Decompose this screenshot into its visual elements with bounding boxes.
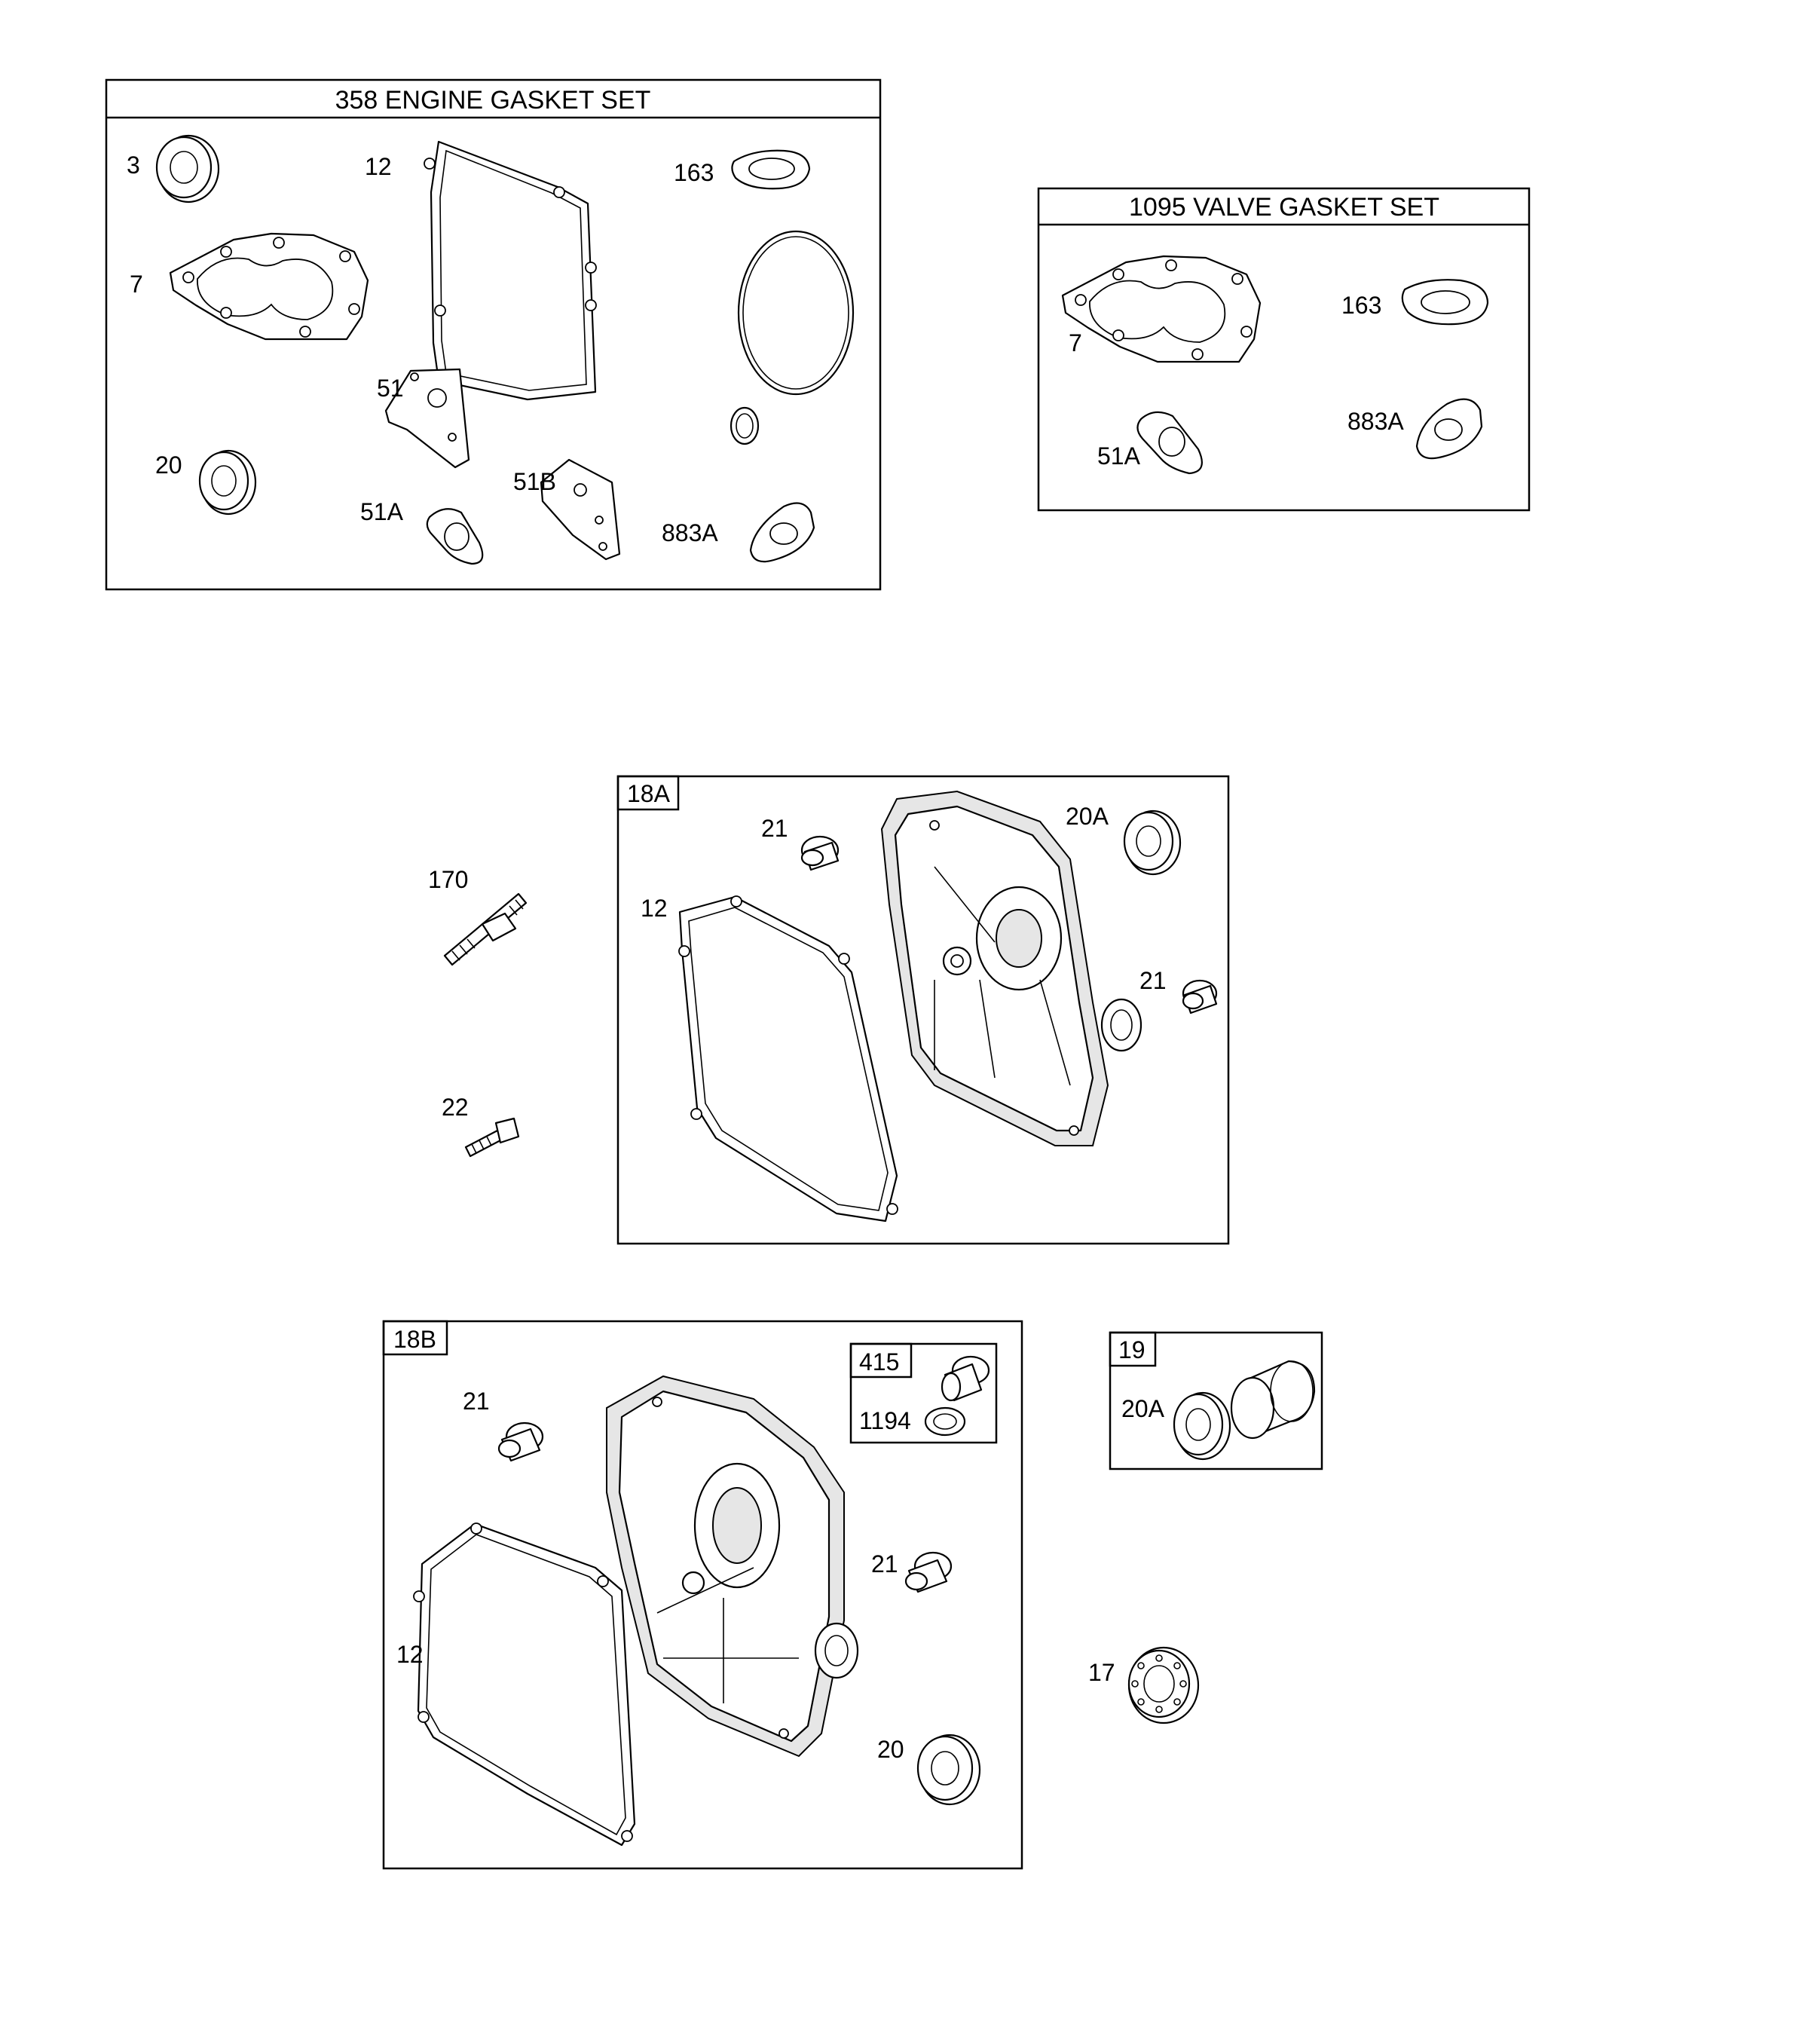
kit-19-seal-20a-illustration xyxy=(1173,1391,1231,1461)
callout-163: 163 xyxy=(674,159,714,186)
callout-valve-51a: 51A xyxy=(1097,442,1141,470)
callout-18a-20a: 20A xyxy=(1066,803,1109,830)
valve-gasket-set-panel: 1095 VALVE GASKET SET 7 163 51A xyxy=(1037,187,1531,512)
kit-19-tag: 19 xyxy=(1118,1336,1146,1363)
intake-gasket-51a-illustration xyxy=(426,508,484,565)
sump-18b-frame xyxy=(382,1320,1023,1870)
callout-7: 7 xyxy=(130,271,143,298)
callout-1194: 1194 xyxy=(859,1407,911,1434)
callout-19-20a: 20A xyxy=(1121,1395,1165,1422)
plug-kit-415-tag-box xyxy=(849,1342,913,1379)
callout-18a-12: 12 xyxy=(641,895,668,922)
plug-kit-415-tag: 415 xyxy=(859,1348,899,1376)
small-o-ring-illustration xyxy=(730,406,760,445)
carburetor-gasket-883a-illustration xyxy=(749,502,815,563)
sump-18a-panel: 18A 21 20A 12 xyxy=(616,775,1230,1245)
callout-18b-12: 12 xyxy=(396,1641,424,1668)
sump-18b-plug-21-left-illustration xyxy=(497,1421,544,1462)
callout-20: 20 xyxy=(155,451,182,479)
callout-valve-163: 163 xyxy=(1341,292,1381,319)
sump-18a-tag-box xyxy=(616,775,680,811)
plug-kit-415-frame xyxy=(849,1342,998,1444)
sump-18a-cover-illustration xyxy=(880,790,1142,1146)
valve-set-head-gasket-7-illustration xyxy=(1061,255,1262,363)
plug-415-illustration xyxy=(941,1355,990,1402)
sump-18a-tag: 18A xyxy=(627,780,671,807)
callout-17: 17 xyxy=(1088,1659,1115,1686)
kit-19-panel: 19 20A xyxy=(1109,1331,1323,1470)
cylinder-head-gasket-7-illustration xyxy=(169,232,369,341)
valve-gasket-set-frame xyxy=(1037,187,1531,512)
kit-19-bushing-illustration xyxy=(1230,1360,1316,1440)
callout-22: 22 xyxy=(442,1094,469,1121)
callout-valve-7: 7 xyxy=(1069,329,1082,357)
bolt-22-illustration xyxy=(464,1117,520,1158)
callout-18b-21-left: 21 xyxy=(463,1388,490,1415)
oil-seal-20-illustration xyxy=(198,449,257,516)
valve-set-exhaust-gasket-163-illustration xyxy=(1401,279,1489,326)
kit-19-tag-box xyxy=(1109,1331,1157,1367)
sump-18a-plug-21-right-illustration xyxy=(1182,979,1218,1014)
sump-18b-tag: 18B xyxy=(393,1326,436,1353)
valve-set-intake-gasket-51a-illustration xyxy=(1136,411,1203,475)
callout-18b-20: 20 xyxy=(877,1736,904,1763)
kit-19-frame xyxy=(1109,1331,1323,1470)
callout-170: 170 xyxy=(428,866,468,893)
callout-883a: 883A xyxy=(662,519,718,546)
sump-18a-gasket-12-illustration xyxy=(678,895,898,1223)
callout-51b: 51B xyxy=(513,468,556,495)
sump-18a-seal-20a-illustration xyxy=(1123,809,1182,876)
sump-18a-frame xyxy=(616,775,1230,1245)
oil-seal-3-illustration xyxy=(155,134,220,204)
valve-set-carburetor-gasket-883a-illustration xyxy=(1415,398,1483,460)
sump-18a-plug-21-top-illustration xyxy=(800,835,840,871)
exhaust-gasket-163-illustration xyxy=(731,149,811,190)
sump-18b-cover-illustration xyxy=(606,1375,859,1758)
carburetor-plate-51-illustration xyxy=(384,368,470,469)
sump-18b-panel: 18B 415 1194 21 xyxy=(382,1320,1023,1870)
cover-gasket-illustration xyxy=(737,230,855,396)
callout-51: 51 xyxy=(377,375,404,402)
callout-12: 12 xyxy=(365,153,392,180)
callout-51a: 51A xyxy=(360,498,404,525)
callout-3: 3 xyxy=(127,151,140,179)
sump-18b-tag-box xyxy=(382,1320,448,1356)
washer-1194-illustration xyxy=(924,1406,966,1437)
intake-plate-51b-illustration xyxy=(540,458,621,561)
callout-18b-21-right: 21 xyxy=(871,1550,898,1578)
valve-gasket-set-title: 1095 VALVE GASKET SET xyxy=(1129,193,1439,222)
bearing-17-illustration xyxy=(1127,1646,1200,1724)
callout-18a-21-right: 21 xyxy=(1139,967,1167,994)
sump-18b-seal-20-illustration xyxy=(916,1734,981,1806)
engine-gasket-set-panel: 358 ENGINE GASKET SET 3 12 163 xyxy=(105,78,882,591)
sump-18b-gasket-12-illustration xyxy=(413,1522,636,1847)
engine-gasket-set-frame xyxy=(105,78,882,591)
plug-kit-415-inset: 415 1194 xyxy=(849,1342,998,1444)
callout-18a-21-top: 21 xyxy=(761,815,788,842)
crankcase-gasket-12-illustration xyxy=(424,140,597,401)
callout-valve-883a: 883A xyxy=(1347,408,1404,435)
sump-18b-plug-21-right-illustration xyxy=(904,1551,953,1593)
engine-gasket-set-title: 358 ENGINE GASKET SET xyxy=(335,86,651,115)
stud-170-illustration xyxy=(443,892,528,966)
